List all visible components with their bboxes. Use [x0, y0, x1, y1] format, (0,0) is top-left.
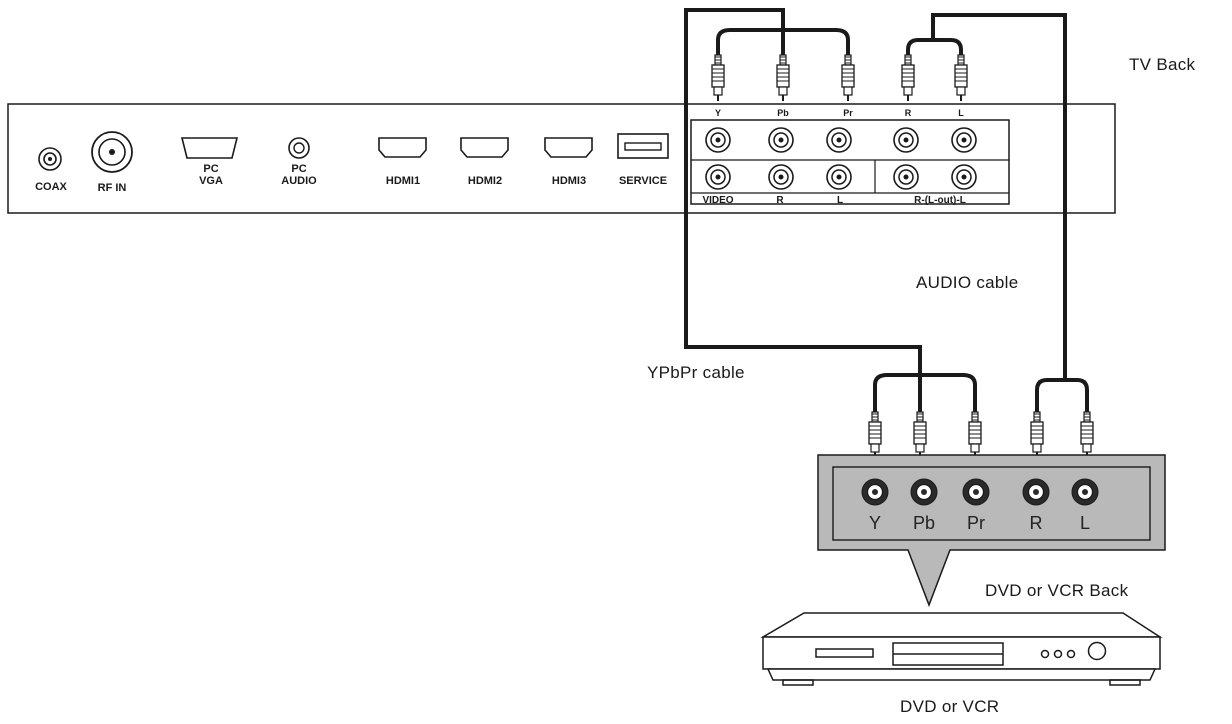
rca-jack-icon [861, 478, 889, 506]
ypbpr-cable [684, 8, 977, 415]
tv-back-label: TV Back [1129, 55, 1196, 74]
rca-plug-icon [711, 54, 725, 101]
coax-jack-icon [38, 147, 62, 171]
service-label: SERVICE [618, 175, 668, 187]
ypbpr-cable-label: YPbPr cable [647, 363, 745, 382]
rca-plug-icon [868, 411, 882, 458]
rca-plug-icon [1080, 411, 1094, 458]
rca-jack-icon [768, 164, 794, 190]
rca-jack-icon [826, 164, 852, 190]
usb-port-icon [617, 133, 669, 159]
rf-jack-icon [91, 131, 133, 173]
dvd-back-label: DVD or VCR Back [985, 581, 1129, 600]
rca-jack-icon [962, 478, 990, 506]
audio-jack-icon [288, 137, 310, 159]
tv-plug-label-r: R [904, 108, 912, 118]
rca-plug-icon [901, 54, 915, 101]
pc-vga-label: PC VGA [199, 163, 223, 187]
hdmi-port-icon [460, 137, 509, 158]
rca-jack-icon [826, 127, 852, 153]
hdmi-port-icon [378, 137, 427, 158]
vga-port-icon [180, 137, 239, 159]
rca-jack-icon [1022, 478, 1050, 506]
dvd-jack-label-l: L [1079, 513, 1090, 533]
audio-out-label: R-(L-out)-L [914, 195, 966, 206]
hdmi-port-icon [544, 137, 593, 158]
dvd-jack-label-pr: Pr [967, 513, 985, 533]
hdmi3-label: HDMI3 [551, 175, 587, 187]
audio-cable-label: AUDIO cable [916, 273, 1019, 292]
rca-jack-icon [768, 127, 794, 153]
av-r-label: R [776, 195, 784, 206]
rca-jack-icon [951, 164, 977, 190]
rca-jack-icon [893, 127, 919, 153]
rca-plug-icon [776, 54, 790, 101]
rca-plug-icon [841, 54, 855, 101]
rca-jack-icon [705, 127, 731, 153]
rca-plug-icon [954, 54, 968, 101]
rca-jack-icon [910, 478, 938, 506]
hdmi2-label: HDMI2 [467, 175, 503, 187]
av-l-label: L [836, 195, 844, 206]
rca-plug-icon [968, 411, 982, 458]
tv-plug-label-pb: Pb [777, 108, 789, 118]
rca-jack-icon [1071, 478, 1099, 506]
rf-in-label: RF IN [97, 182, 127, 194]
rca-jack-icon [705, 164, 731, 190]
rca-jack-icon [893, 164, 919, 190]
audio-cable [906, 13, 1089, 415]
tv-plug-label-y: Y [714, 108, 721, 118]
video-label: VIDEO [702, 195, 734, 206]
dvd-back-panel [832, 466, 1151, 541]
rca-jack-icon [951, 127, 977, 153]
dvd-jack-label-r: R [1029, 513, 1043, 533]
rca-plug-icon [913, 411, 927, 458]
dvd-jack-label-pb: Pb [912, 513, 936, 533]
coax-label: COAX [35, 181, 67, 193]
dvd-player-icon [760, 612, 1163, 686]
tv-plug-label-l: L [958, 108, 964, 118]
dvd-label: DVD or VCR [900, 697, 1000, 716]
hdmi1-label: HDMI1 [385, 175, 421, 187]
rca-plug-icon [1030, 411, 1044, 458]
pc-audio-label: PC AUDIO [281, 163, 317, 187]
dvd-jack-label-y: Y [868, 513, 881, 533]
tv-plug-label-pr: Pr [843, 108, 853, 118]
